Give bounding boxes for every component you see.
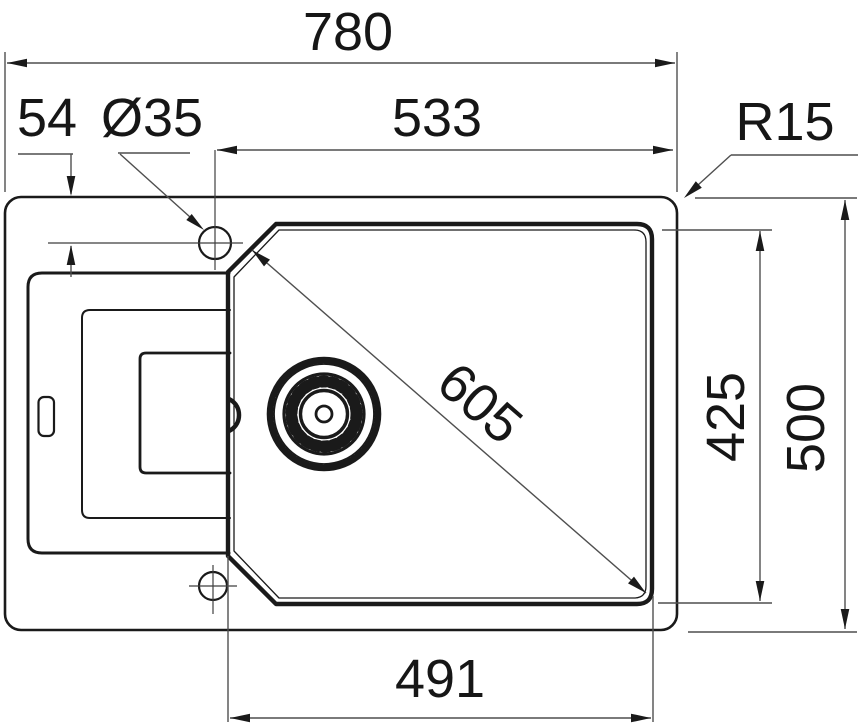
dim-hole-to-right-edge: 533: [217, 88, 673, 155]
drain-knurl-outer-ring: [266, 356, 382, 472]
drain-basket-ring: [298, 388, 350, 440]
dim-500-arrow-up: [840, 200, 850, 220]
dim-54-label: 54: [17, 88, 77, 148]
drain-rim: [282, 372, 366, 456]
dim-491-arrow-right: [631, 713, 651, 723]
drain-knurl-inner-ring: [273, 363, 375, 465]
faucet-hole-top: [48, 150, 243, 270]
drain-strainer: [266, 356, 382, 472]
dim-edge-to-hole: 54: [17, 88, 77, 277]
sink-body: [3, 195, 679, 632]
drainboard-step-outer: [81, 309, 231, 519]
dim-r15-label: R15: [735, 92, 834, 152]
dim-d35-arrow: [186, 214, 204, 230]
dim-533-arrow-right: [653, 145, 673, 155]
dim-54-arrow-down: [66, 176, 76, 196]
dim-d35-label: Ø35: [101, 88, 203, 148]
dim-425-arrow-down: [755, 581, 765, 601]
dim-605-line: [251, 249, 647, 594]
dim-corner-radius: R15: [684, 92, 858, 198]
dim-425-arrow-up: [755, 231, 765, 251]
dim-491-arrow-left: [230, 713, 250, 723]
dim-425-label: 425: [696, 372, 756, 462]
dim-500-arrow-down: [840, 609, 850, 629]
drain-center-hole: [314, 404, 334, 424]
dim-d35-leader-diag: [119, 153, 201, 227]
dim-r15-arrow: [684, 181, 702, 198]
dim-54-arrow-up: [66, 245, 76, 265]
dim-500-label: 500: [776, 383, 836, 473]
dim-605-label: 605: [426, 351, 533, 455]
dim-780-arrow-left: [7, 58, 27, 68]
dim-hole-diameter: Ø35: [101, 88, 204, 230]
drain-strainer-slots: [285, 375, 363, 453]
dim-bowl-depth: 425: [658, 229, 772, 604]
dim-605-arrow-bottom: [628, 576, 646, 593]
dim-overall-width: 780: [4, 2, 678, 192]
faucet-hole-bottom: [189, 565, 237, 614]
dim-491-label: 491: [395, 649, 485, 709]
bowl-outline: [225, 221, 655, 607]
dim-bowl-width: 491: [227, 556, 654, 723]
sink-outer-outline: [3, 195, 679, 632]
dim-780-arrow-right: [655, 58, 675, 68]
drain-knurl-texture: [268, 358, 380, 470]
bowl-inner-contour: [233, 229, 647, 599]
dim-533-label: 533: [392, 88, 482, 148]
drainboard-outline: [26, 271, 231, 555]
drainboard-step-inner: [138, 351, 232, 475]
dim-overall-depth: 500: [688, 197, 857, 633]
dim-533-arrow-left: [217, 145, 237, 155]
dim-780-label: 780: [303, 2, 393, 62]
drainboard-slot: [37, 395, 56, 438]
dim-605-arrow-top: [252, 250, 270, 267]
dim-bowl-diagonal: 605: [251, 249, 647, 594]
